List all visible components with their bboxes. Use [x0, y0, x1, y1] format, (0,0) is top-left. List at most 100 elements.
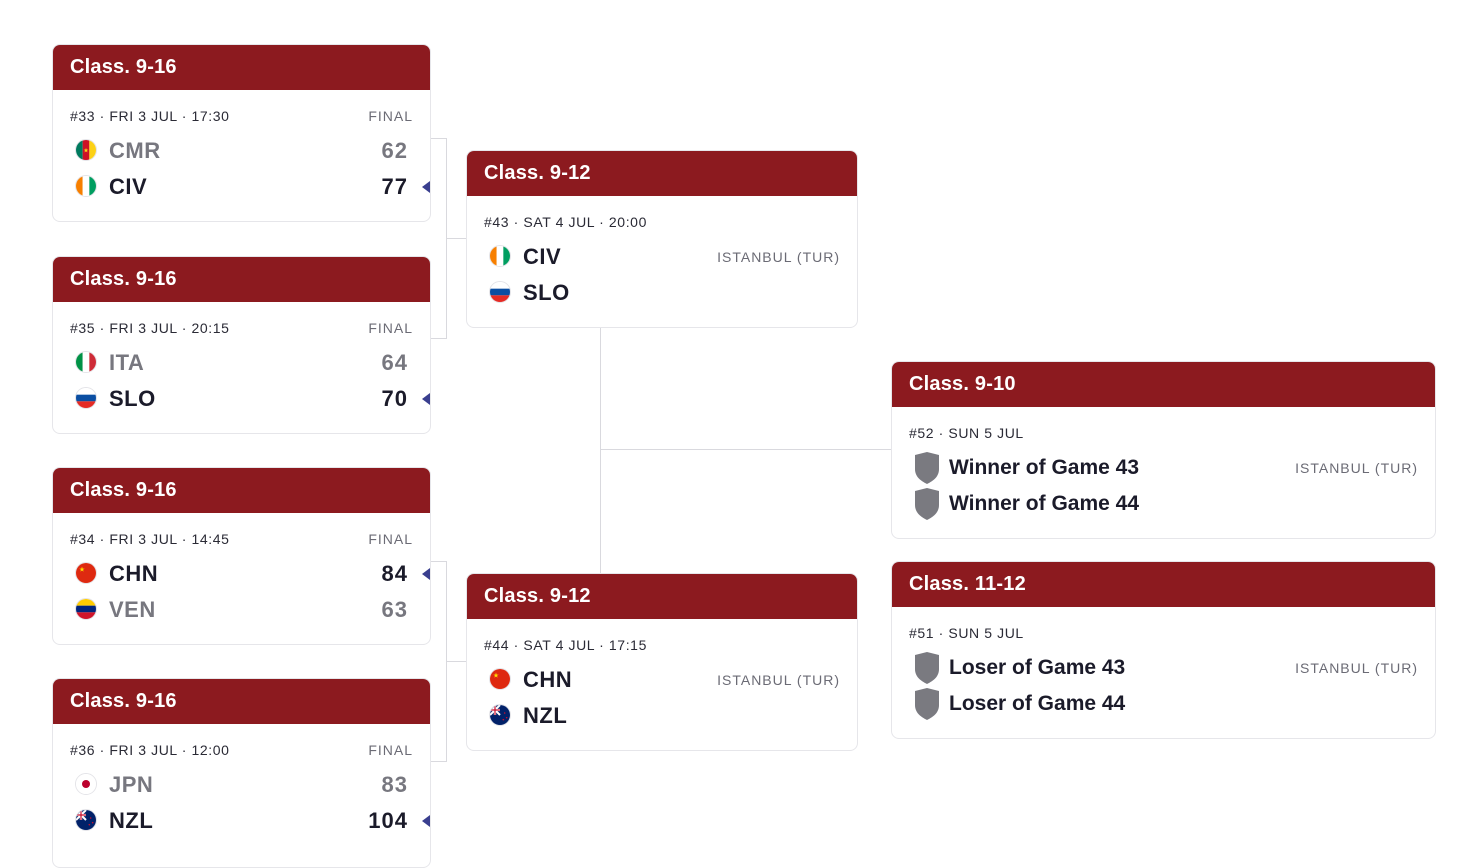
- team-row[interactable]: ITA 64: [75, 348, 430, 378]
- shield-icon: [915, 452, 939, 484]
- card-header: Class. 9-10: [892, 362, 1435, 407]
- bracket-connector: [446, 238, 467, 239]
- card-header: Class. 9-12: [467, 574, 857, 619]
- game-card-34[interactable]: Class. 9-16 #34 · FRI 3 JUL · 14:45 FINA…: [52, 467, 431, 645]
- team-placeholder: Loser of Game 43: [949, 656, 1126, 679]
- team-name: ITA: [109, 350, 145, 375]
- card-header: Class. 9-16: [53, 257, 430, 302]
- chn-flag-icon: [75, 562, 97, 584]
- game-status: FINAL: [368, 320, 413, 336]
- team-placeholder: Loser of Game 44: [949, 692, 1126, 715]
- card-header: Class. 9-12: [467, 151, 857, 196]
- team-row[interactable]: CMR 62: [75, 136, 430, 166]
- team-placeholder: Winner of Game 44: [949, 492, 1140, 515]
- card-header: Class. 9-16: [53, 45, 430, 90]
- team-name: SLO: [109, 386, 156, 411]
- team-row[interactable]: CHN: [489, 665, 857, 695]
- team-row[interactable]: CIV 77: [75, 172, 430, 202]
- team-name: CIV: [523, 244, 562, 269]
- game-meta: #51 · SUN 5 JUL: [909, 625, 1024, 641]
- team-score: 63: [381, 597, 408, 622]
- shield-icon: [915, 488, 939, 520]
- card-header: Class. 9-16: [53, 468, 430, 513]
- winner-arrow-icon: [422, 393, 430, 405]
- shield-icon: [915, 652, 939, 684]
- game-status: FINAL: [368, 531, 413, 547]
- slo-flag-icon: [75, 387, 97, 409]
- team-placeholder: Winner of Game 43: [949, 456, 1140, 479]
- bracket-connector: [600, 327, 601, 574]
- bracket-connector: [431, 338, 447, 339]
- team-row[interactable]: VEN 63: [75, 595, 430, 625]
- game-card-44[interactable]: Class. 9-12 #44 · SAT 4 JUL · 17:15 ISTA…: [466, 573, 858, 751]
- team-name: CHN: [109, 561, 159, 586]
- game-card-35[interactable]: Class. 9-16 #35 · FRI 3 JUL · 20:15 FINA…: [52, 256, 431, 434]
- civ-flag-icon: [75, 175, 97, 197]
- card-header: Class. 11-12: [892, 562, 1435, 607]
- team-name: CHN: [523, 667, 573, 692]
- shield-icon: [915, 688, 939, 720]
- team-score: 64: [381, 350, 408, 375]
- card-header: Class. 9-16: [53, 679, 430, 724]
- team-row[interactable]: Loser of Game 43: [914, 652, 1435, 684]
- game-status: FINAL: [368, 742, 413, 758]
- game-meta: #35 · FRI 3 JUL · 20:15: [70, 320, 230, 336]
- civ-flag-icon: [489, 245, 511, 267]
- chn-flag-icon: [489, 668, 511, 690]
- nzl-flag-icon: [489, 704, 511, 726]
- winner-arrow-icon: [422, 181, 430, 193]
- team-name: VEN: [109, 597, 156, 622]
- game-card-36[interactable]: Class. 9-16 #36 · FRI 3 JUL · 12:00 FINA…: [52, 678, 431, 868]
- game-meta: #44 · SAT 4 JUL · 17:15: [484, 637, 647, 653]
- team-row[interactable]: Winner of Game 44: [914, 488, 1435, 520]
- team-row[interactable]: JPN 83: [75, 770, 430, 800]
- game-meta: #52 · SUN 5 JUL: [909, 425, 1024, 441]
- game-meta: #33 · FRI 3 JUL · 17:30: [70, 108, 230, 124]
- game-meta: #43 · SAT 4 JUL · 20:00: [484, 214, 647, 230]
- team-row[interactable]: NZL 104: [75, 806, 430, 836]
- bracket-connector: [446, 661, 467, 662]
- team-name: CMR: [109, 138, 161, 163]
- nzl-flag-icon: [75, 809, 97, 831]
- team-row[interactable]: SLO: [489, 278, 857, 308]
- team-score: 77: [381, 174, 408, 199]
- team-row[interactable]: CIV: [489, 242, 857, 272]
- game-card-33[interactable]: Class. 9-16 #33 · FRI 3 JUL · 17:30 FINA…: [52, 44, 431, 222]
- team-score: 62: [381, 138, 408, 163]
- team-name: CIV: [109, 174, 148, 199]
- team-name: SLO: [523, 280, 570, 305]
- team-row[interactable]: Loser of Game 44: [914, 688, 1435, 720]
- ven-flag-icon: [75, 598, 97, 620]
- bracket-connector: [600, 449, 892, 450]
- team-row[interactable]: Winner of Game 43: [914, 452, 1435, 484]
- game-meta: #36 · FRI 3 JUL · 12:00: [70, 742, 230, 758]
- cmr-flag-icon: [75, 139, 97, 161]
- team-score: 70: [381, 386, 408, 411]
- slo-flag-icon: [489, 281, 511, 303]
- team-row[interactable]: NZL: [489, 701, 857, 731]
- bracket-connector: [431, 561, 447, 562]
- team-name: NZL: [109, 808, 154, 833]
- game-card-52[interactable]: Class. 9-10 #52 · SUN 5 JUL ISTANBUL (TU…: [891, 361, 1436, 539]
- bracket-connector: [431, 138, 447, 139]
- game-venue: ISTANBUL (TUR): [717, 672, 840, 688]
- winner-arrow-icon: [422, 815, 430, 827]
- game-venue: ISTANBUL (TUR): [1295, 660, 1418, 676]
- ita-flag-icon: [75, 351, 97, 373]
- bracket-connector: [431, 761, 447, 762]
- winner-arrow-icon: [422, 568, 430, 580]
- game-meta: #34 · FRI 3 JUL · 14:45: [70, 531, 230, 547]
- team-score: 84: [381, 561, 408, 586]
- jpn-flag-icon: [75, 773, 97, 795]
- team-score: 104: [368, 808, 408, 833]
- team-row[interactable]: CHN 84: [75, 559, 430, 589]
- team-score: 83: [381, 772, 408, 797]
- team-name: NZL: [523, 703, 568, 728]
- team-row[interactable]: SLO 70: [75, 384, 430, 414]
- game-card-43[interactable]: Class. 9-12 #43 · SAT 4 JUL · 20:00 ISTA…: [466, 150, 858, 328]
- team-name: JPN: [109, 772, 154, 797]
- game-venue: ISTANBUL (TUR): [1295, 460, 1418, 476]
- game-status: FINAL: [368, 108, 413, 124]
- game-card-51[interactable]: Class. 11-12 #51 · SUN 5 JUL ISTANBUL (T…: [891, 561, 1436, 739]
- game-venue: ISTANBUL (TUR): [717, 249, 840, 265]
